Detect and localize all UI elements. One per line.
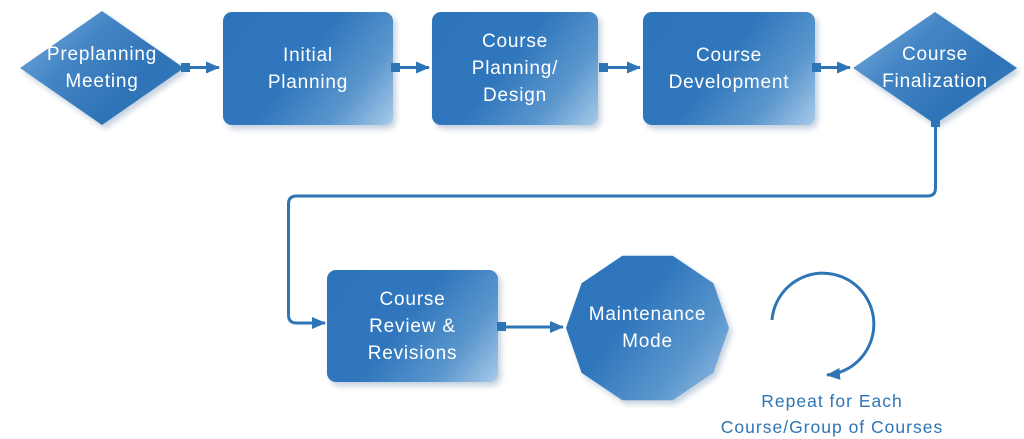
node-label: Course Review & Revisions <box>367 288 458 364</box>
node-label: Maintenance Mode <box>588 304 707 352</box>
junction-square <box>599 63 608 72</box>
node-label: Course Development <box>668 44 790 93</box>
rounded-rect-shape <box>223 12 393 125</box>
node-label: Preplanning Meeting <box>46 44 158 92</box>
junction-square <box>812 63 821 72</box>
node-preplanning-meeting[interactable]: Preplanning Meeting <box>20 11 184 125</box>
rounded-rect-shape <box>432 12 598 125</box>
repeat-note-text: Repeat for Each Course/Group of Courses <box>720 391 944 437</box>
arrow-finalization-to-review <box>287 126 937 329</box>
junction-square <box>391 63 400 72</box>
node-course-development[interactable]: Course Development <box>643 12 815 125</box>
rounded-rect-shape <box>327 270 498 382</box>
node-label: Initial Planning <box>267 44 349 93</box>
node-initial-planning[interactable]: Initial Planning <box>223 12 393 125</box>
junction-square <box>181 63 190 72</box>
node-course-review-revisions[interactable]: Course Review & Revisions <box>327 270 498 382</box>
node-maintenance-mode[interactable]: Maintenance Mode <box>566 252 729 404</box>
decagon-shape <box>566 255 729 401</box>
junction-square <box>497 322 506 331</box>
rounded-rect-shape <box>643 12 815 125</box>
repeat-loop-circular-arrow-icon <box>770 271 876 380</box>
node-label: Course Planning/ Design <box>471 31 559 106</box>
node-course-planning-design[interactable]: Course Planning/ Design <box>432 12 598 125</box>
node-course-finalization[interactable]: Course Finalization <box>853 12 1017 124</box>
junction-square <box>931 118 940 127</box>
node-label: Course Finalization <box>882 44 988 92</box>
